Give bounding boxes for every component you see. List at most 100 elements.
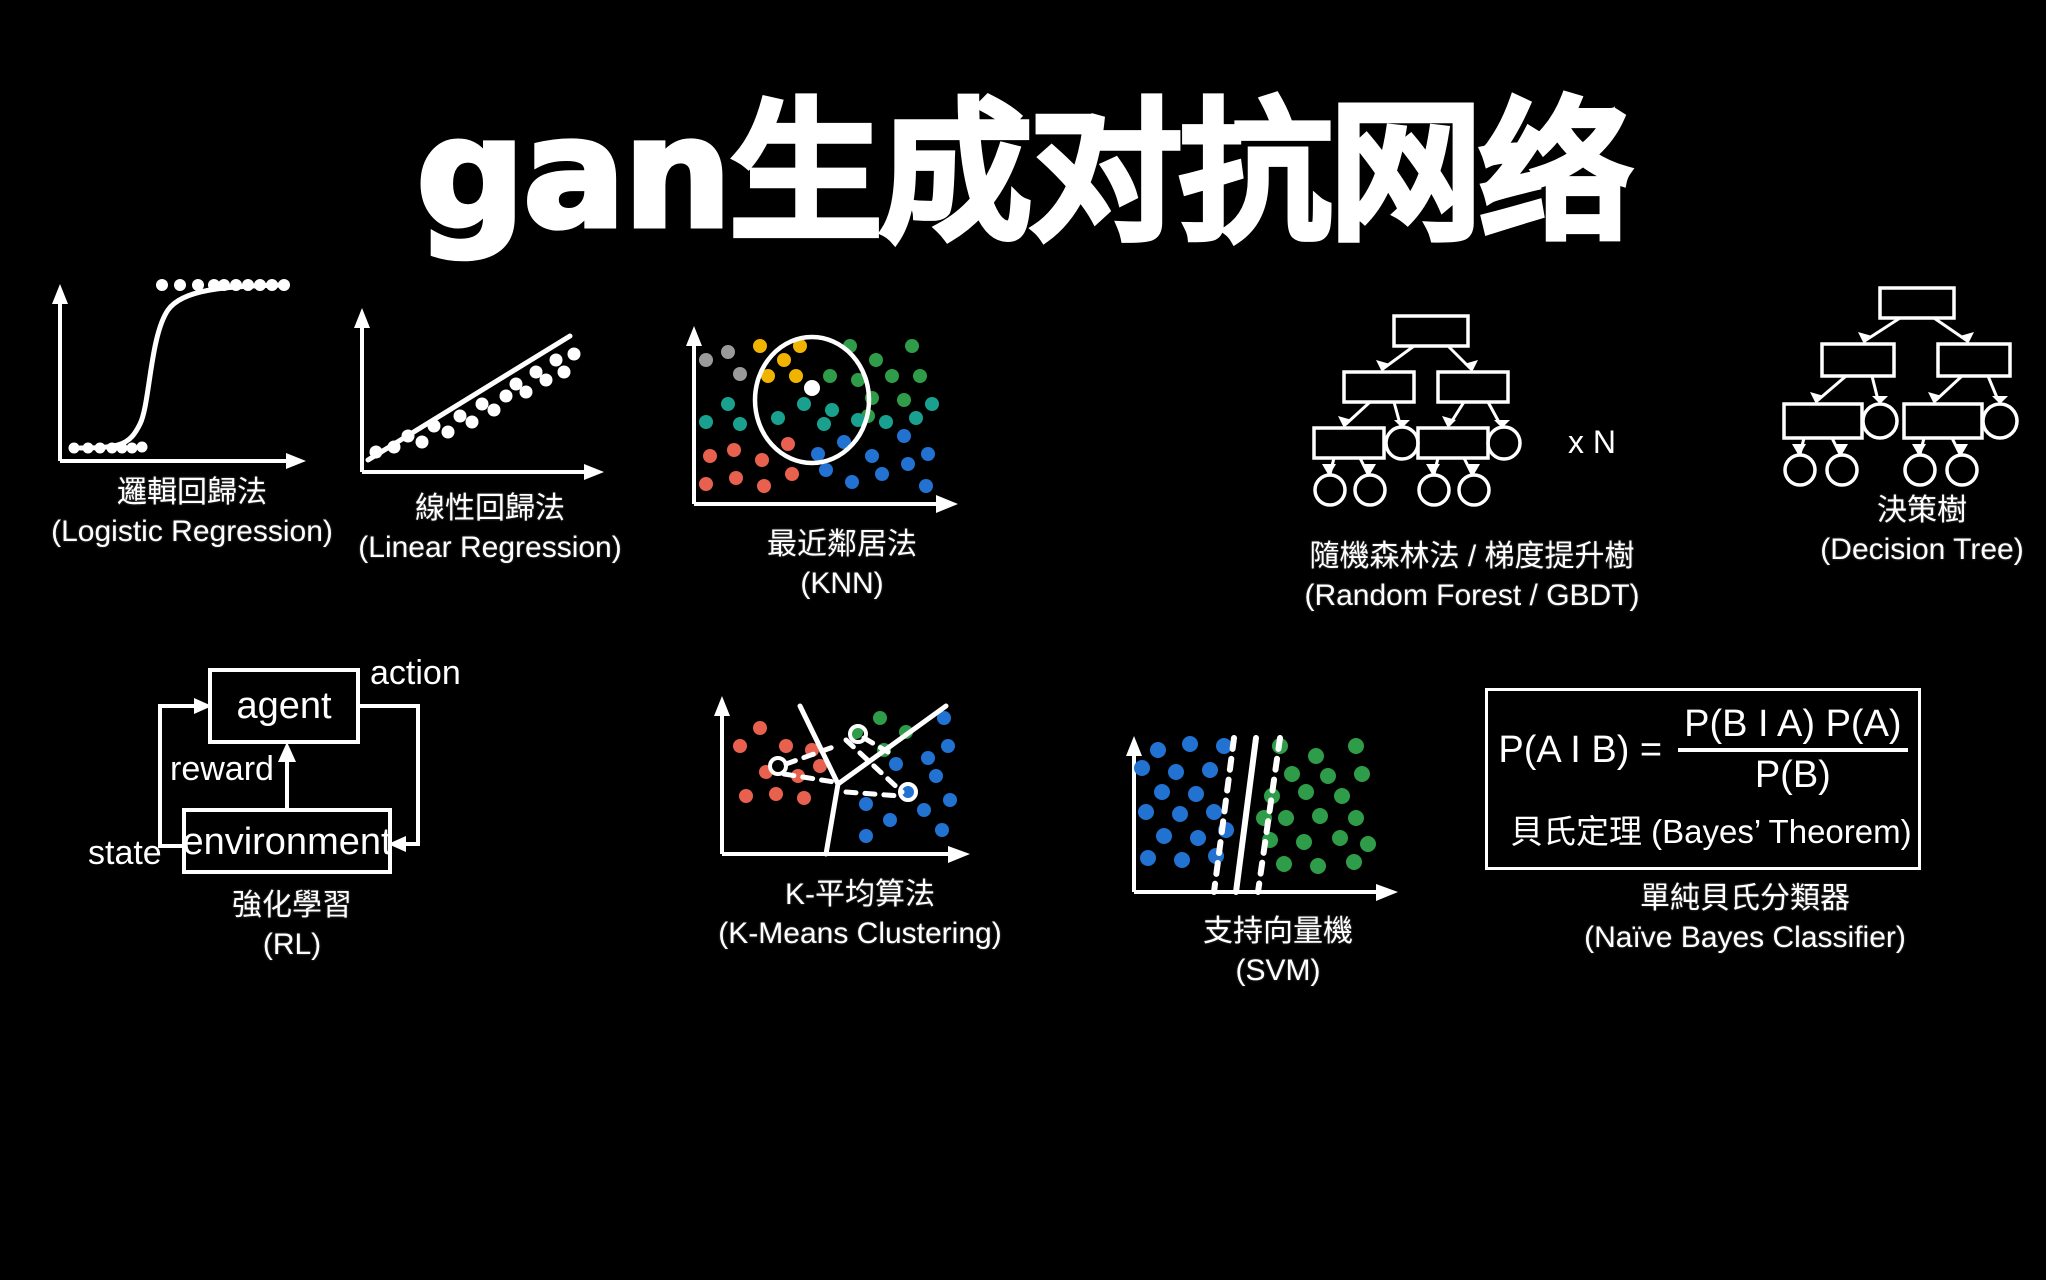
decision-tree-svg — [1782, 286, 2019, 487]
red-cluster-points — [733, 721, 827, 805]
green-class-points — [1256, 738, 1376, 874]
x-axis-arrowhead — [948, 846, 970, 863]
caption-linear-regression: 線性回歸法 (Linear Regression) — [330, 490, 650, 568]
caption-cn: 邏輯回歸法 — [117, 476, 267, 509]
neighborhood-circle — [752, 334, 872, 466]
card-knn: 最近鄰居法 (KNN) — [672, 318, 1012, 604]
caption-en: (K-Means Clustering) — [718, 917, 1002, 950]
caption-cn: 支持向量機 — [1203, 915, 1353, 948]
svm-svg — [1126, 735, 1398, 901]
formula-lhs: P(A I B) = — [1498, 728, 1663, 771]
caption-en: (Random Forest / GBDT) — [1304, 579, 1640, 612]
red-class-points — [699, 437, 799, 493]
caption-en: (Naïve Bayes Classifier) — [1584, 921, 1906, 954]
caption-cn: 強化學習 — [232, 889, 352, 922]
knn-svg — [686, 326, 958, 513]
bayes-formula-box: P(A I B) = P(B I A) P(A) P(B) 貝氏定理 (Baye… — [1485, 688, 1921, 870]
multiplier-label: x N — [1568, 424, 1616, 460]
centroid-distance-lines — [781, 735, 905, 799]
caption-logistic-regression: 邏輯回歸法 (Logistic Regression) — [22, 474, 362, 552]
card-random-forest: x N 隨機森林法 / 梯度提升樹 (Random Forest / GBDT) — [1272, 310, 1672, 616]
gray-class-points — [699, 345, 747, 381]
tree-arrowheads — [1322, 360, 1510, 476]
state-arrowhead — [194, 698, 212, 714]
reward-label: reward — [170, 750, 274, 788]
green-class-points — [823, 339, 927, 423]
action-arrowhead — [388, 836, 406, 852]
y-axis-arrowhead — [1126, 736, 1142, 756]
caption-decision-tree: 決策樹 (Decision Tree) — [1762, 492, 2046, 570]
formula-fraction: P(B I A) P(A) P(B) — [1678, 703, 1908, 797]
formula-denominator: P(B) — [1754, 754, 1831, 796]
tree-nodes — [1782, 286, 2019, 487]
caption-reinforcement-learning: 強化學習 (RL) — [82, 887, 502, 965]
state-label: state — [88, 834, 162, 872]
class-1-points — [156, 279, 290, 291]
x-axis-arrowhead — [584, 464, 604, 480]
caption-en: (Decision Tree) — [1820, 533, 2024, 566]
caption-cn: 線性回歸法 — [415, 492, 565, 525]
caption-en: (KNN) — [800, 567, 884, 600]
logistic-regression-chart — [22, 276, 362, 469]
agent-node-label: agent — [236, 685, 332, 727]
card-reinforcement-learning: agent environment action reward state 強化… — [82, 654, 502, 965]
random-forest-diagram: x N — [1272, 310, 1672, 530]
blue-cluster-points — [859, 711, 957, 843]
caption-en: (RL) — [262, 928, 322, 961]
blue-class-points — [811, 429, 935, 493]
margin-line-right — [1255, 735, 1283, 895]
page-title: gan生成对抗网络 — [414, 85, 1635, 262]
x-axis-arrowhead — [286, 453, 306, 469]
k-means-svg — [714, 696, 970, 863]
hyperplane — [1233, 735, 1259, 895]
y-axis-arrowhead — [354, 308, 370, 328]
card-decision-tree: 決策樹 (Decision Tree) — [1762, 282, 2046, 570]
linear-regression-chart — [330, 300, 650, 480]
caption-cn: 最近鄰居法 — [767, 528, 917, 561]
x-axis-arrowhead — [1376, 884, 1398, 901]
random-forest-svg: x N — [1312, 314, 1616, 507]
card-svm: 支持向量機 (SVM) — [1118, 730, 1438, 991]
knn-chart — [672, 318, 1012, 518]
x-axis-arrowhead — [936, 495, 958, 513]
caption-knn: 最近鄰居法 (KNN) — [672, 526, 1012, 604]
formula-numerator: P(B I A) P(A) — [1684, 703, 1902, 745]
class-0-points — [68, 441, 148, 454]
caption-cn: K-平均算法 — [785, 878, 935, 911]
y-axis-arrowhead — [52, 284, 68, 304]
card-naive-bayes: P(A I B) = P(B I A) P(A) P(B) 貝氏定理 (Baye… — [1485, 688, 2005, 958]
caption-cn: 決策樹 — [1877, 494, 1967, 527]
card-logistic-regression: 邏輯回歸法 (Logistic Regression) — [22, 276, 362, 552]
tree-nodes — [1312, 314, 1522, 507]
reward-arrowhead — [278, 742, 296, 762]
bayes-equation: P(A I B) = P(B I A) P(A) P(B) — [1498, 703, 1908, 797]
sigmoid-curve — [77, 282, 287, 451]
y-axis-arrowhead — [714, 696, 730, 716]
caption-cn: 隨機森林法 / 梯度提升樹 — [1309, 540, 1635, 573]
action-label: action — [370, 654, 461, 692]
query-point — [804, 380, 820, 396]
caption-cn: 單純貝氏分類器 — [1640, 882, 1850, 915]
blue-class-points — [1134, 736, 1234, 868]
caption-en: (SVM) — [1235, 954, 1321, 987]
rl-flow-diagram: agent environment action reward state — [82, 654, 502, 875]
rl-svg: agent environment action reward state — [88, 654, 461, 874]
observation-points — [369, 347, 581, 459]
caption-random-forest: 隨機森林法 / 梯度提升樹 (Random Forest / GBDT) — [1272, 538, 1672, 616]
teal-class-points — [699, 397, 939, 431]
yellow-class-points — [753, 339, 807, 383]
green-centroid — [848, 724, 868, 744]
caption-svm: 支持向量機 (SVM) — [1118, 913, 1438, 991]
fraction-bar — [1678, 748, 1908, 752]
card-linear-regression: 線性回歸法 (Linear Regression) — [330, 300, 650, 568]
k-means-chart — [700, 688, 1020, 868]
caption-k-means: K-平均算法 (K-Means Clustering) — [700, 876, 1020, 954]
y-axis-arrowhead — [686, 326, 702, 346]
svm-chart — [1118, 730, 1438, 905]
cluster-boundaries — [797, 703, 949, 857]
tree-arrowheads — [1792, 332, 2008, 456]
linear-regression-svg — [354, 308, 604, 480]
state-edge — [158, 704, 196, 848]
card-k-means: K-平均算法 (K-Means Clustering) — [700, 688, 1020, 954]
